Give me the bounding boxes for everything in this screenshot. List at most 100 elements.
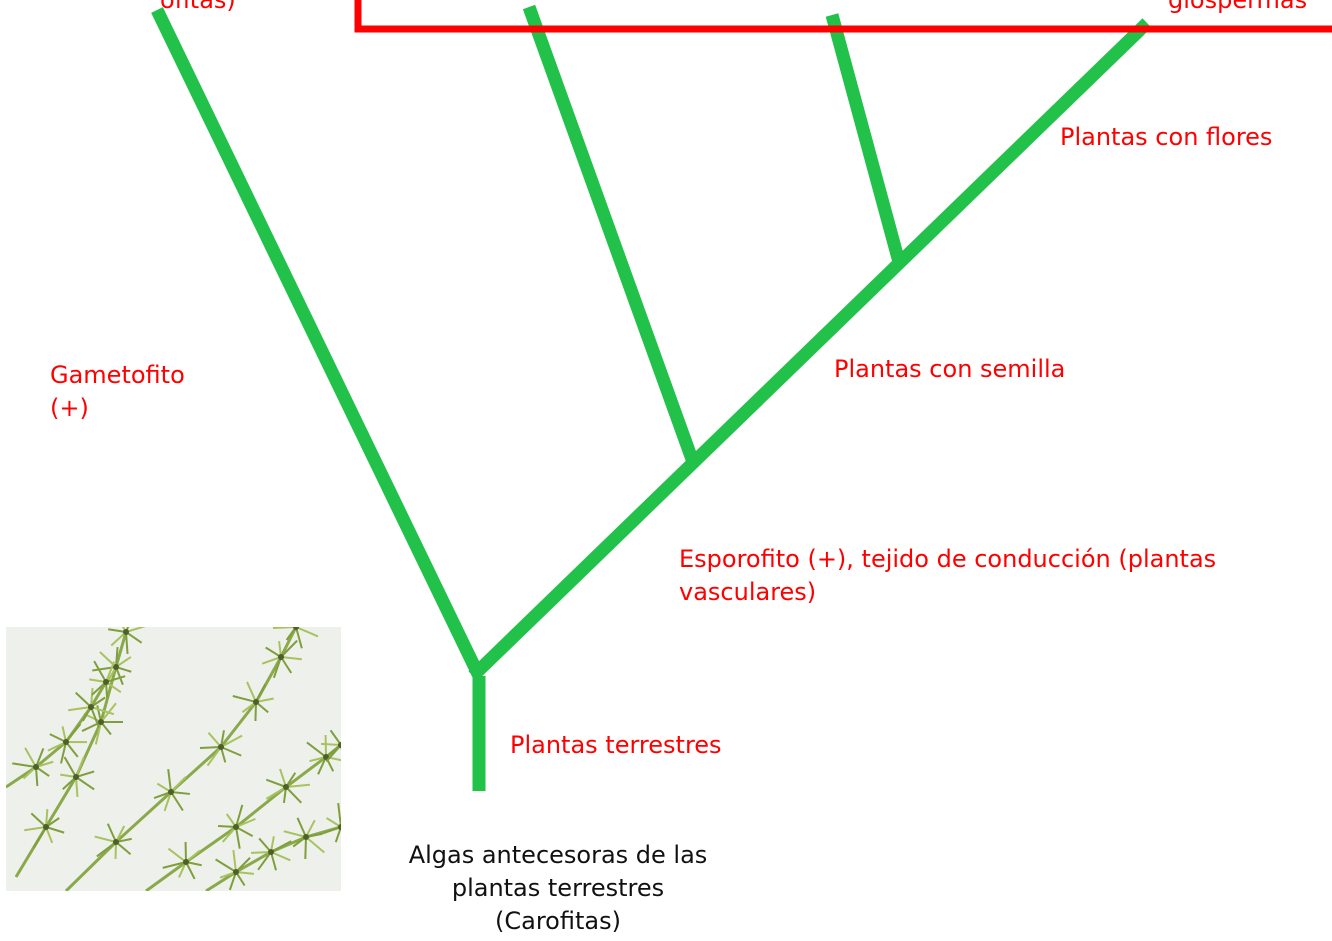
algae-leaf [305,836,325,854]
algae-leaf [35,760,54,768]
algae-leaf [320,742,341,746]
algae-leaf [296,817,307,838]
algae-leaf [254,701,257,722]
algae-leaf [322,826,341,835]
algae-leaf [125,627,146,633]
algae-leaf [235,817,256,828]
algae-leaf [270,851,278,871]
algae-node [33,764,39,770]
root-label: Plantas terrestres [510,731,722,759]
algae-leaf [270,851,291,862]
algae-node [73,774,79,780]
algae-leaf [94,835,117,843]
algae-leaf [272,656,282,679]
algae-node [233,824,239,830]
algae-leaf [115,825,126,843]
algae-leaf [220,746,242,757]
algae-leaf [115,841,132,856]
algae-node [168,789,174,795]
algae-leaf [272,627,297,630]
seed-label: Plantas con semilla [834,355,1066,383]
algae-leaf [110,631,127,647]
algae-leaf [65,723,82,743]
outgroup-caption: Algas antecesoras de las plantas terrest… [363,839,753,938]
algae-node [88,704,94,710]
vascular-label-line2: vasculares) [679,578,817,606]
algae-node [233,869,239,875]
algae-leaf [285,786,303,804]
algae-stem [64,627,298,891]
gametophyte-label-line1: Gametofito [50,361,185,389]
algae-leaf [306,741,327,758]
gametophyte-label-line2: (+) [50,394,89,422]
algae-leaf [115,666,124,686]
algae-leaf [235,804,244,828]
ferns-branch [522,4,700,465]
algae-leaf [153,791,172,800]
algae-leaf [232,695,257,703]
vascular-label: Esporofito (+), tejido de conducción (pl… [679,543,1216,609]
algae-leaf [280,656,293,674]
vascular-label-line1: Esporofito (+), tejido de conducción (pl… [679,545,1217,573]
algae-leaf [163,791,172,812]
algae-leaf [90,706,115,716]
algae-leaf [125,631,129,655]
algae-leaf [305,819,316,838]
algae-leaf [24,826,47,832]
algae-leaf [75,776,95,791]
algae-leaf [105,681,122,694]
algae-leaf [105,661,116,683]
top-right-partial-label: giospermas [1168,0,1308,14]
algae-node [303,834,309,840]
algae-leaf [185,861,196,880]
gametophyte-label: Gametofito (+) [50,359,185,425]
algae-leaf [257,851,272,871]
algae-leaf [250,851,272,854]
charophyte-algae-photo [6,627,341,891]
algae-leaf [65,741,79,758]
algae-node [278,654,284,660]
algae-leaf [283,830,307,838]
algae-leaf [285,783,310,788]
algae-leaf [162,861,187,869]
algae-leaf [206,746,222,767]
caption-line1: Algas antecesoras de las [408,841,708,869]
algae-leaf [91,681,107,696]
algae-leaf [75,776,79,798]
algae-leaf [246,681,257,703]
algae-leaf [261,656,282,665]
caption-line3: (Carofitas) [495,907,621,935]
algae-leaf [47,741,67,752]
algae-leaf [90,687,94,708]
algae-leaf [220,734,243,748]
algae-leaf [90,706,100,728]
algae-leaf [75,770,95,778]
algae-leaf [255,683,267,703]
algae-leaf [45,808,49,828]
algae-leaf [24,747,37,768]
algae-leaf [199,746,222,749]
algae-leaf [221,826,237,843]
algae-node [43,824,49,830]
algae-leaf [106,823,117,843]
algae-leaf [235,857,251,873]
algae-leaf [35,748,45,768]
algae-leaf [33,826,47,849]
algae-node [283,784,289,790]
algae-leaf [235,826,254,838]
algae-leaf [60,741,67,764]
algae-leaf [93,660,107,683]
algae-node [338,742,341,748]
algae-node [268,849,274,855]
algae-leaf [49,733,67,743]
algae-node [323,754,329,760]
algae-leaf [270,840,292,853]
algae-leaf [105,675,126,683]
top-left-partial-label: ófitas) [160,0,236,14]
flower-label: Plantas con flores [1060,123,1273,151]
algae-leaf [12,762,37,768]
algae-leaf [75,757,85,778]
algae-leaf [295,627,319,638]
algae-node [63,739,69,745]
